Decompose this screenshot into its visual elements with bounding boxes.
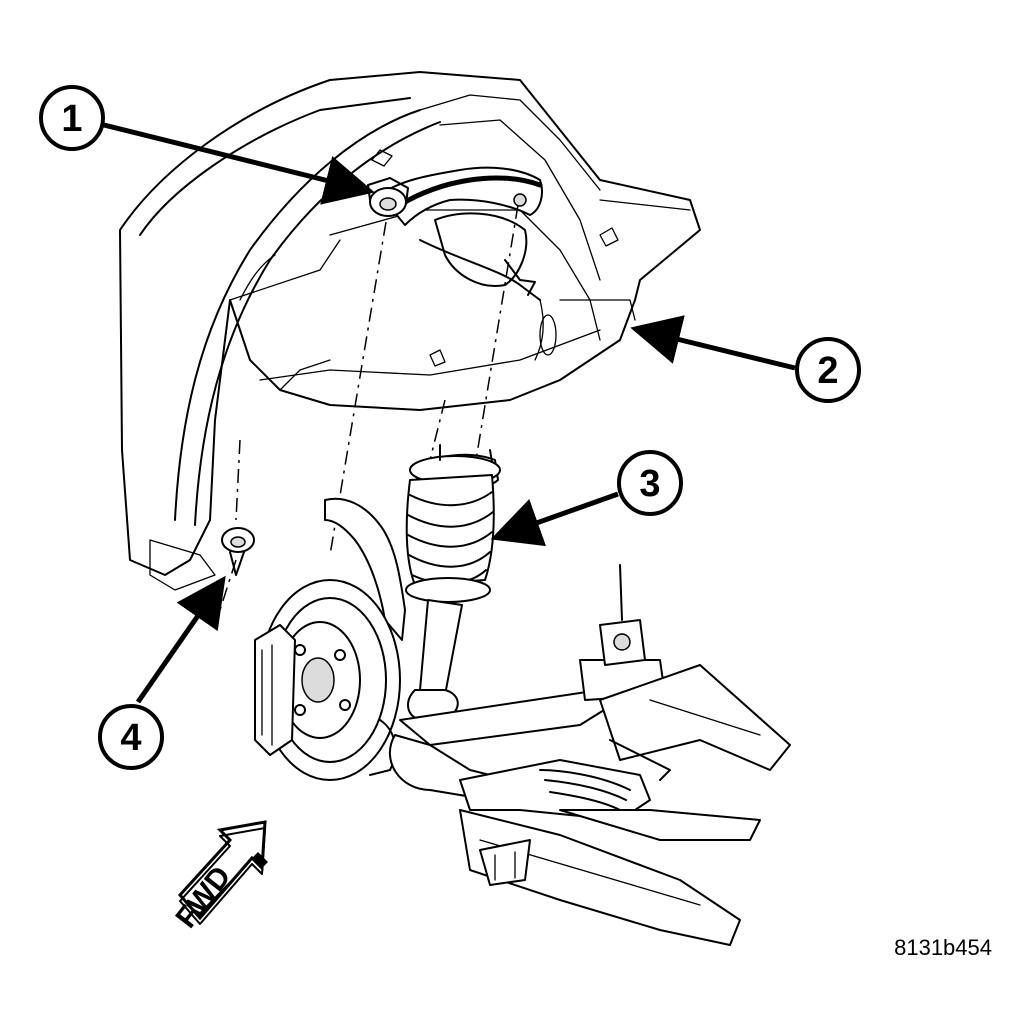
callout-4: 4 bbox=[98, 704, 164, 770]
callout-4-label: 4 bbox=[120, 717, 141, 759]
callout-3-label: 3 bbox=[639, 463, 660, 505]
figure-code: 8131b454 bbox=[894, 935, 992, 960]
wheelhouse-panel bbox=[119, 71, 701, 591]
callout-1-label: 1 bbox=[61, 98, 82, 140]
callout-1: 1 bbox=[39, 85, 105, 151]
forward-direction-arrow: FWD bbox=[170, 820, 268, 934]
callout-3: 3 bbox=[617, 450, 683, 516]
hub-and-rotor bbox=[254, 497, 406, 781]
callout-2-label: 2 bbox=[817, 350, 838, 392]
lower-control-arm-and-crossmember bbox=[389, 564, 791, 946]
callout-leaders bbox=[99, 121, 796, 704]
callout-2: 2 bbox=[795, 337, 861, 403]
lower-fastener-part bbox=[221, 527, 255, 576]
upper-control-arm bbox=[379, 166, 543, 301]
strut-assembly bbox=[405, 444, 501, 721]
